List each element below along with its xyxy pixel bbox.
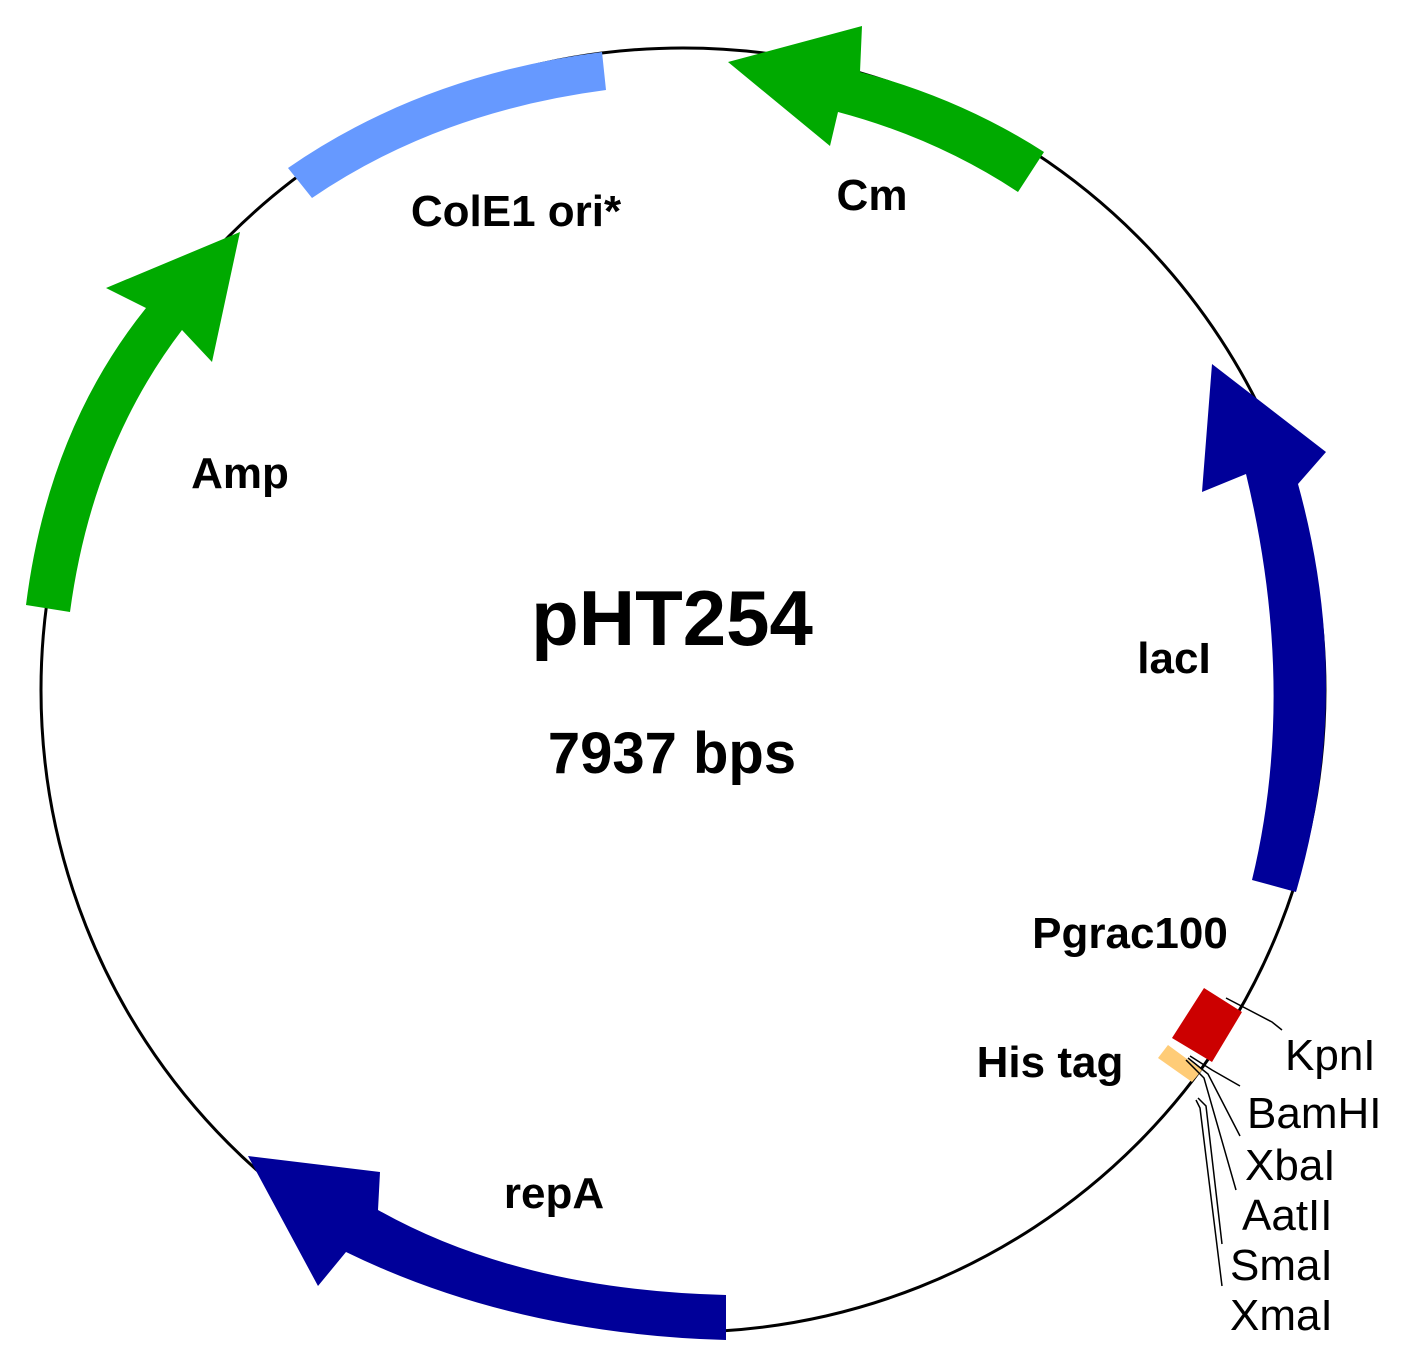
pgrac100-label: Pgrac100 <box>1032 909 1228 958</box>
site-label-smai: SmaI <box>1230 1241 1333 1290</box>
his-tag-block <box>1158 1045 1202 1082</box>
colE1-ori-label: ColE1 ori* <box>411 187 622 236</box>
cm-arrow <box>728 26 1044 192</box>
cm-label: Cm <box>837 171 908 220</box>
aatii-leader-line <box>1185 1059 1237 1191</box>
amp-label: Amp <box>191 449 289 498</box>
site-label-kpni: KpnI <box>1285 1031 1376 1080</box>
his-tag-label: His tag <box>977 1038 1124 1087</box>
plasmid-name: pHT254 <box>531 574 813 662</box>
kpni-leader-line <box>1225 997 1283 1031</box>
plasmid-size: 7937 bps <box>548 721 796 786</box>
smai-leader-line <box>1197 1097 1223 1245</box>
site-label-xbai: XbaI <box>1245 1141 1336 1190</box>
xmai-leader-line <box>1195 1099 1223 1287</box>
amp-arrow <box>26 232 240 612</box>
xbai-leader-line <box>1187 1057 1241 1137</box>
pgrac100-block <box>1172 988 1242 1062</box>
lacI-arrow <box>1202 364 1327 892</box>
repA-label: repA <box>504 1169 604 1218</box>
repA-arrow <box>248 1156 726 1340</box>
site-label-aatii: AatII <box>1242 1191 1333 1240</box>
site-label-xmai: XmaI <box>1230 1291 1333 1340</box>
site-label-bamhi: BamHI <box>1247 1089 1381 1138</box>
lacI-label: lacI <box>1137 634 1210 683</box>
colE1-ori-arc <box>288 52 606 198</box>
bamhi-leader-line <box>1189 1055 1241 1087</box>
